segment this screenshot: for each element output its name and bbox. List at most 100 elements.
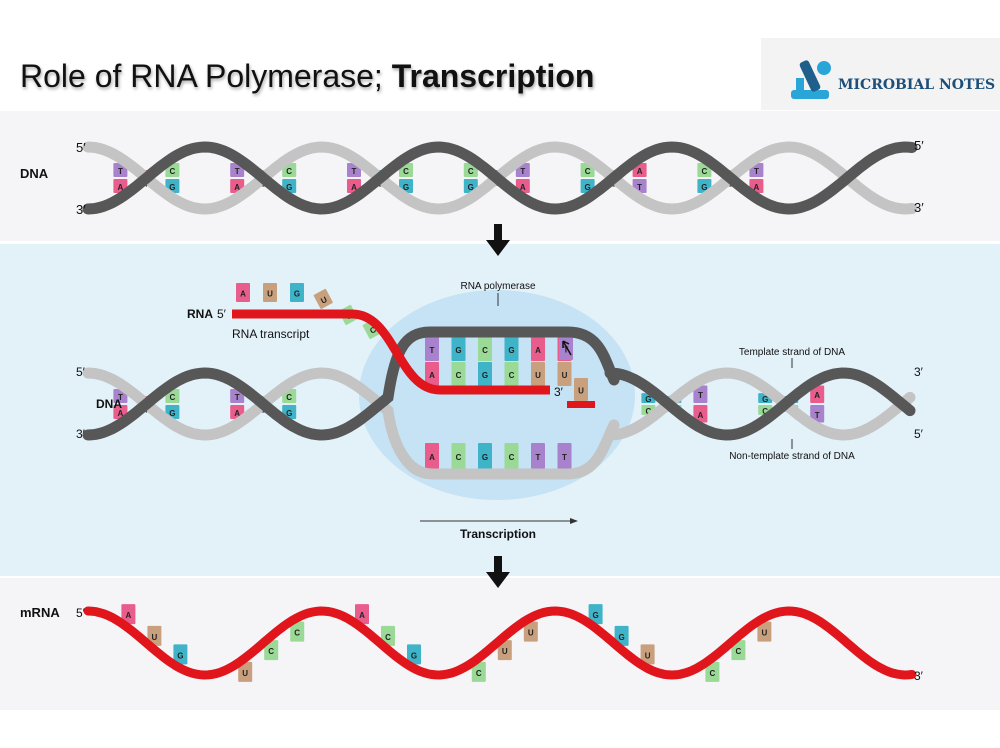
- nontemplate-base: T: [531, 443, 545, 469]
- panel1-top-base-letter: T: [352, 167, 357, 176]
- incoming-u-nucleotide: U: [574, 378, 588, 401]
- rna-label: RNA: [187, 307, 213, 321]
- bubble-rna-base: C: [451, 362, 466, 386]
- transcription-direction-arrowhead: [570, 518, 578, 524]
- down-arrow-1: [486, 224, 510, 256]
- panel2-dark-strand: [82, 326, 916, 441]
- nontemplate-base: C: [504, 443, 519, 469]
- bubble-rna-base: U: [557, 362, 572, 386]
- mrna-base-letter: C: [268, 647, 274, 656]
- panel1-dna-label: DNA: [20, 166, 49, 181]
- nontemplate-base-letter: G: [482, 453, 488, 462]
- bubble-rna-base-letter: U: [535, 371, 541, 380]
- panel1-top-base-letter: T: [520, 167, 525, 176]
- panel1-bottom-base-letter: G: [468, 183, 474, 192]
- panel2-right-bottom-base-letter: A: [698, 411, 704, 420]
- panel2-right-top-base-letter: T: [698, 391, 703, 400]
- panel2-left-bottom-base-letter: G: [286, 409, 292, 418]
- panel1-left-5-prime: 5′: [76, 140, 86, 155]
- incoming-u-nucleotide-letter: U: [578, 387, 584, 396]
- panel1-top-base-letter: T: [235, 167, 240, 176]
- incoming-template-base-letter: T: [564, 346, 569, 355]
- mrna-3-prime: 3′: [914, 669, 924, 683]
- panel1-top-base-letter: C: [468, 167, 474, 176]
- panel2-left-3-prime: 3′: [76, 427, 86, 441]
- bubble-template-base: A: [531, 337, 545, 361]
- mrna-base: C: [290, 621, 305, 642]
- nontemplate-base: T: [557, 443, 572, 469]
- microscope-icon: [791, 60, 831, 99]
- mrna-base-letter: C: [710, 669, 716, 678]
- panel2-left-bottom-base-letter: A: [118, 409, 124, 418]
- bubble-rna-base: G: [478, 362, 492, 386]
- bubble-template-base-letter: G: [455, 346, 461, 355]
- rna-free-base: U: [313, 288, 333, 309]
- panel2-right-3-prime: 3′: [914, 365, 924, 379]
- mrna-base-letter: C: [476, 669, 482, 678]
- mrna-base: U: [523, 621, 538, 642]
- panel2-right-top-base-letter: G: [645, 395, 651, 404]
- rna-free-base: U: [263, 283, 277, 302]
- mrna-base: A: [355, 604, 369, 625]
- bubble-template-base-letter: A: [535, 346, 541, 355]
- mrna-strand: [83, 606, 917, 680]
- mrna-base-letter: G: [592, 611, 598, 620]
- bubble-rna-base-letter: U: [562, 371, 568, 380]
- panel1-bottom-base-letter: A: [754, 183, 760, 192]
- incoming-nucleotide-base: [567, 401, 595, 408]
- nontemplate-base: C: [451, 443, 466, 469]
- rna-free-base-letter: A: [240, 290, 246, 299]
- panel1-top-base-letter: T: [118, 167, 123, 176]
- panel2-light-strand: [82, 367, 916, 480]
- mrna-base: G: [407, 644, 421, 665]
- nontemplate-base-letter: T: [562, 453, 567, 462]
- rna-free-base-wrap: G: [290, 283, 304, 302]
- mrna-base: U: [640, 644, 655, 665]
- panel2-dna-label: DNA: [96, 397, 122, 411]
- template-strand-label: Template strand of DNA: [739, 347, 845, 358]
- incoming-arrow: [562, 340, 572, 356]
- panel2-left-top-base-letter: C: [286, 393, 292, 402]
- panel1-right-5-prime: 5′: [914, 138, 924, 153]
- bubble-template-base: C: [478, 337, 492, 361]
- bubble-template-base: G: [504, 337, 519, 361]
- mrna-base-letter: A: [359, 611, 365, 620]
- mrna-base-letter: U: [762, 629, 768, 638]
- rna-free-base-wrap: U: [313, 288, 333, 309]
- incoming-template-base: T: [559, 337, 573, 360]
- panel2-right-bottom-base: A: [693, 405, 708, 423]
- rna-free-base-letter: U: [267, 290, 273, 299]
- bubble-template-base-letter: T: [430, 346, 435, 355]
- panel1-top-base-letter: C: [702, 167, 708, 176]
- mrna-base-letter: A: [126, 611, 132, 620]
- bubble-rna-base: U: [531, 362, 545, 386]
- rna-free-base-letter: G: [294, 290, 300, 299]
- nontemplate-base-letter: T: [536, 453, 541, 462]
- mrna-base: U: [757, 621, 772, 642]
- panel2-left-5-prime: 5′: [76, 365, 86, 379]
- mrna-base: C: [264, 640, 279, 661]
- panel2-right-top-base: T: [693, 385, 708, 403]
- rna-3-prime: 3′: [554, 385, 564, 399]
- mrna-base: C: [705, 661, 720, 682]
- bubble-template-base-letter: G: [508, 346, 514, 355]
- rna-free-base: G: [290, 283, 304, 302]
- bubble-template-base: G: [451, 337, 466, 361]
- logo-text: MICROBIAL NOTES: [838, 77, 995, 93]
- panel1-left-3-prime: 3′: [76, 202, 86, 217]
- mrna-base-letter: U: [242, 669, 248, 678]
- panel1-bottom-base-letter: T: [637, 183, 642, 192]
- panel2-left-top-base-letter: T: [235, 393, 240, 402]
- rna-free-base-wrap: A: [236, 283, 250, 302]
- page-title: Role of RNA Polymerase; Transcription: [20, 58, 594, 95]
- nontemplate-base: G: [478, 443, 492, 469]
- mrna-base: G: [588, 604, 603, 625]
- panel2-right-top-base: A: [810, 385, 825, 403]
- panel1-bottom-base-letter: G: [169, 183, 175, 192]
- mrna-base: U: [147, 625, 162, 646]
- mrna-base-letter: C: [294, 629, 300, 638]
- mrna-base-letter: C: [736, 647, 742, 656]
- rna-free-base-letter: U: [319, 295, 329, 306]
